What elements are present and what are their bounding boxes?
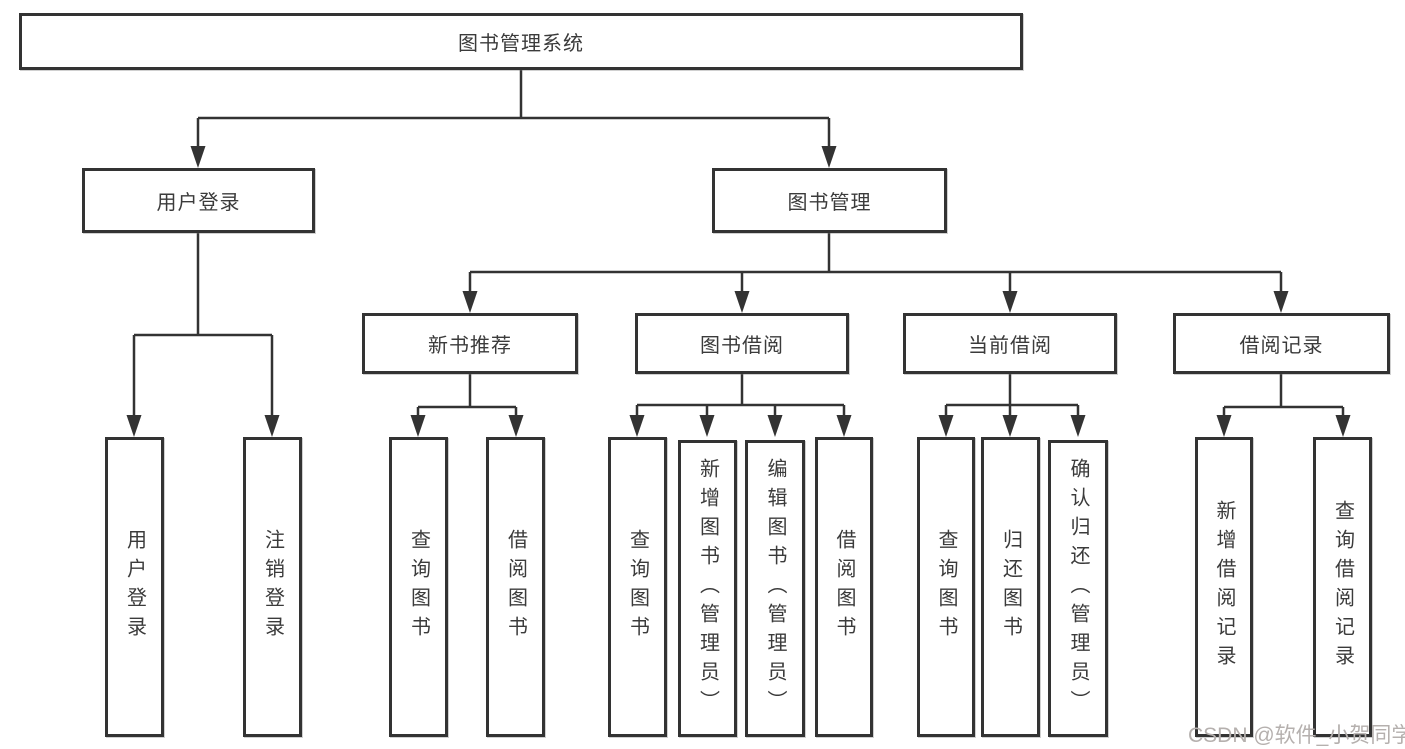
leaf-current-query: 查询图书 bbox=[917, 437, 975, 737]
node-user-login: 用户登录 bbox=[82, 168, 315, 233]
node-new-book-recommend-label: 新书推荐 bbox=[428, 335, 512, 357]
leaf-records-add: 新增借阅记录 bbox=[1195, 437, 1253, 737]
leaf-records-query: 查询借阅记录 bbox=[1313, 437, 1372, 737]
leaf-logout: 注销登录 bbox=[243, 437, 302, 737]
leaf-borrow-query: 查询图书 bbox=[608, 437, 667, 737]
node-borrow-records-label: 借阅记录 bbox=[1239, 335, 1324, 357]
leaf-user-login: 用户登录 bbox=[105, 437, 164, 737]
leaf-borrow-add-admin: 新增图书（管理员） bbox=[678, 440, 737, 737]
node-book-management: 图书管理 bbox=[712, 168, 947, 233]
tree-rails bbox=[132, 70, 1345, 421]
leaf-current-return: 归还图书 bbox=[981, 437, 1040, 737]
leaf-records-query-label: 查询借阅记录 bbox=[1331, 500, 1354, 674]
leaf-logout-label: 注销登录 bbox=[261, 529, 284, 645]
node-root-label: 图书管理系统 bbox=[458, 33, 584, 55]
arrowheads bbox=[126, 146, 1351, 437]
node-new-book-recommend: 新书推荐 bbox=[362, 313, 578, 374]
node-book-borrow-label: 图书借阅 bbox=[700, 335, 784, 357]
node-borrow-records: 借阅记录 bbox=[1173, 313, 1390, 374]
node-book-borrow: 图书借阅 bbox=[635, 313, 849, 374]
leaf-borrow-edit-admin-label: 编辑图书（管理员） bbox=[764, 458, 786, 719]
leaf-newbooks-query-label: 查询图书 bbox=[407, 529, 430, 645]
leaf-newbooks-query: 查询图书 bbox=[389, 437, 448, 737]
leaf-records-add-label: 新增借阅记录 bbox=[1213, 500, 1235, 674]
leaf-borrow-edit-admin: 编辑图书（管理员） bbox=[745, 440, 805, 737]
leaf-borrow-query-label: 查询图书 bbox=[626, 529, 649, 645]
leaf-current-confirm-return-admin-label: 确认归还（管理员） bbox=[1067, 458, 1089, 719]
leaf-current-query-label: 查询图书 bbox=[935, 529, 957, 645]
leaf-user-login-label: 用户登录 bbox=[123, 529, 146, 645]
leaf-borrow-book: 借阅图书 bbox=[815, 437, 873, 737]
leaf-current-confirm-return-admin: 确认归还（管理员） bbox=[1048, 440, 1108, 737]
csdn-watermark: CSDN @软件_小贺同学 bbox=[1188, 724, 1405, 747]
leaf-current-return-label: 归还图书 bbox=[999, 529, 1022, 645]
node-book-management-label: 图书管理 bbox=[787, 192, 872, 214]
node-root: 图书管理系统 bbox=[19, 13, 1023, 70]
node-user-login-label: 用户登录 bbox=[156, 192, 241, 214]
leaf-newbooks-borrow: 借阅图书 bbox=[486, 437, 545, 737]
node-current-borrow: 当前借阅 bbox=[903, 313, 1117, 374]
node-current-borrow-label: 当前借阅 bbox=[968, 335, 1052, 357]
leaf-newbooks-borrow-label: 借阅图书 bbox=[504, 529, 527, 645]
leaf-borrow-add-admin-label: 新增图书（管理员） bbox=[696, 458, 719, 719]
leaf-borrow-book-label: 借阅图书 bbox=[833, 529, 855, 645]
